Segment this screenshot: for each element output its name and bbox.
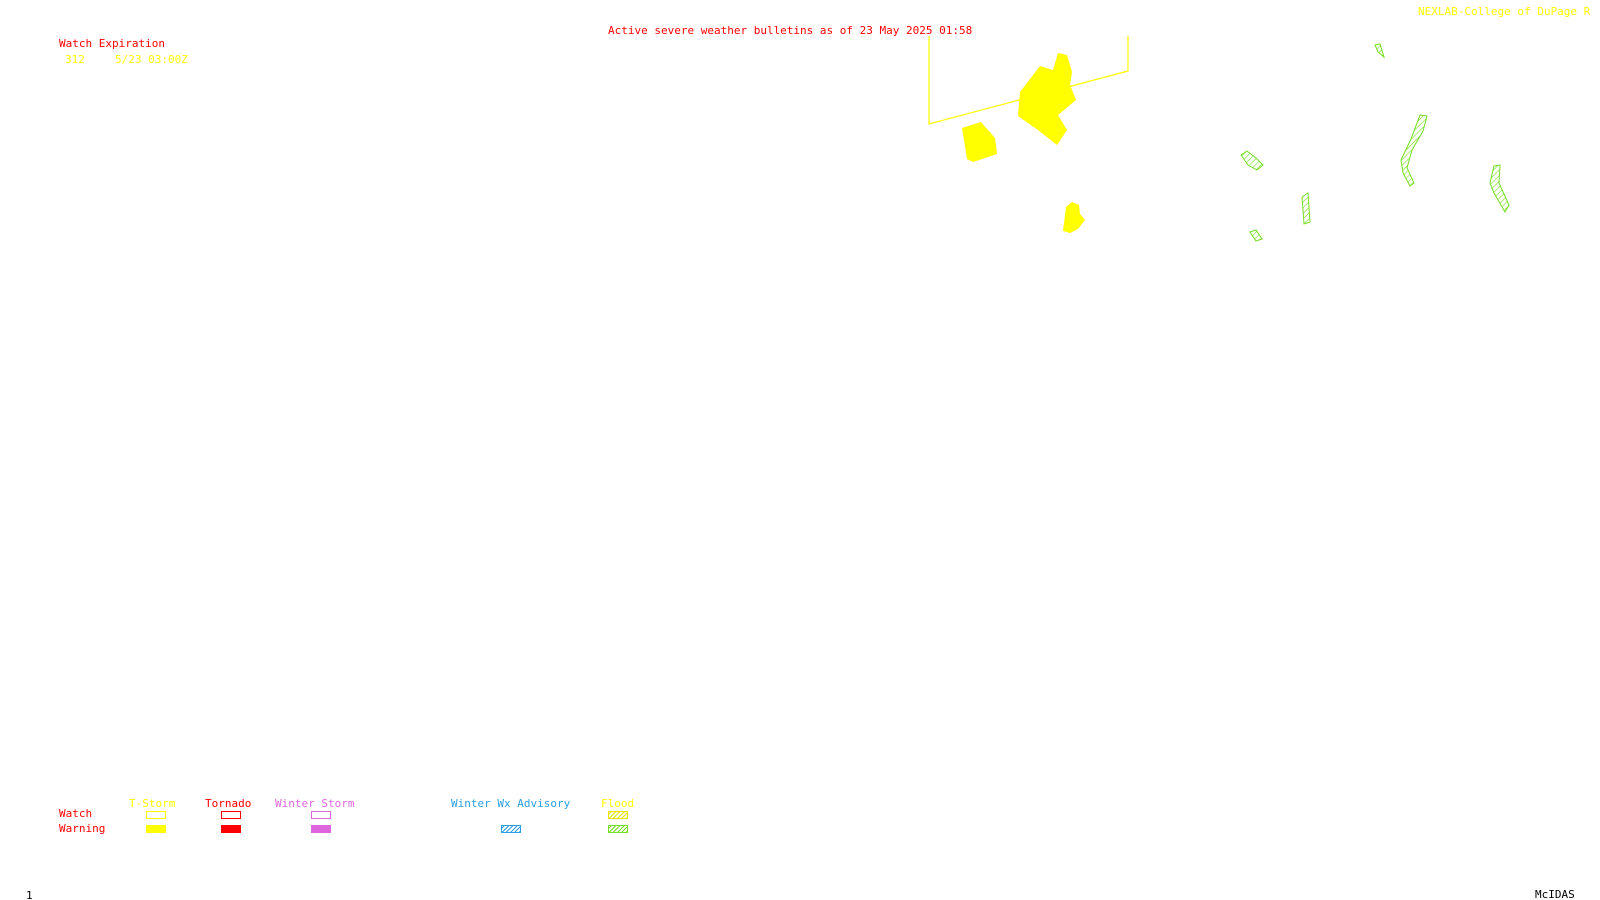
legend-label-tstorm: T-Storm [129,797,176,810]
legend-tornado-warning-swatch [221,825,241,833]
flood-warning-polygon [1400,114,1428,187]
legend-winter-storm-warning-swatch [311,825,331,833]
software-label: McIDAS [1535,888,1575,900]
legend-flood-warning-swatch [608,825,628,833]
tstorm-warning-polygon [1063,202,1085,233]
legend-label-flood: Flood [601,797,635,810]
bulletin-title: Active severe weather bulletins as of 23… [608,24,973,37]
legend-label-tornado: Tornado [205,797,252,810]
legend-tstorm-warning-swatch [146,825,166,833]
legend-winter-wx-advisory-swatch [501,825,521,833]
legend-row-watch: Watch [59,807,93,820]
watch-expiration-heading: Watch Expiration [59,37,165,50]
legend-label-winter-storm: Winter Storm [275,797,355,810]
flood-warning-polygon [1301,192,1311,225]
legend-label-winter-wx-advisory: Winter Wx Advisory [451,797,571,810]
legend-winter-storm-watch-swatch [311,811,331,819]
flood-warning-polygon [1249,229,1263,242]
credit-label: NEXLAB-College of DuPage R [1418,5,1591,18]
legend-tornado-watch-swatch [221,811,241,819]
flood-warning-polygon [1489,164,1510,214]
tstorm-warning-polygon [1018,53,1076,145]
legend-flood-watch-swatch [608,811,628,819]
legend-tstorm-watch-swatch [146,811,166,819]
flood-warning-polygon [1374,43,1385,59]
flood-warning-polygon [1240,150,1264,171]
watch-number: 312 [65,53,85,66]
frame-number: 1 [26,889,33,900]
legend-row-warning: Warning [59,822,106,835]
watch-expiry-time: 5/23 03:00Z [115,53,188,66]
tstorm-warning-polygon [962,122,997,162]
